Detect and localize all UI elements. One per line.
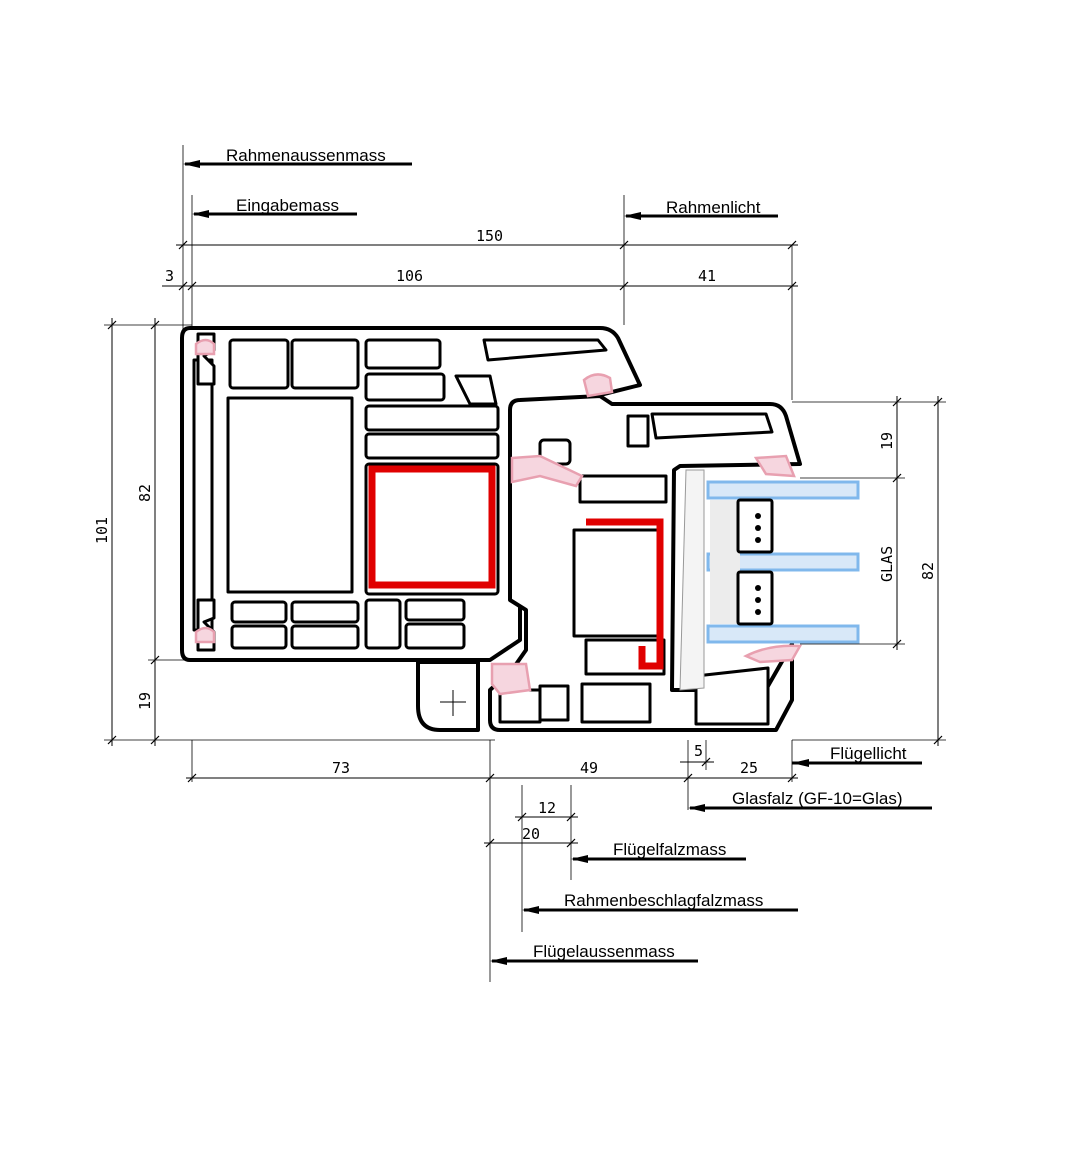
glass-spacer-1: [736, 498, 774, 554]
label-rahmenaussenmass: Rahmenaussenmass: [226, 146, 386, 165]
dim-41: 41: [698, 267, 716, 285]
label-glasfalz: Glasfalz (GF-10=Glas): [732, 789, 903, 808]
label-rahmenbeschlagfalzmass: Rahmenbeschlagfalzmass: [564, 891, 763, 910]
glass-spacer-2: [736, 570, 774, 626]
dim-73: 73: [332, 759, 350, 777]
frame-steel-reinforcement: [368, 465, 496, 589]
dim-12: 12: [538, 799, 556, 817]
frame-main-chamber: [226, 396, 354, 594]
dim-20: 20: [522, 825, 540, 843]
dim-5: 5: [694, 742, 703, 760]
dim-19-right: 19: [878, 432, 896, 450]
label-glas: GLAS: [878, 546, 896, 582]
dim-82-right: 82: [919, 562, 937, 580]
label-fluegelaussenmass: Flügelaussenmass: [533, 942, 675, 961]
label-fluegellicht: Flügellicht: [830, 744, 907, 763]
glass-pane-1: [706, 480, 860, 500]
glass-unit: [679, 469, 860, 691]
dim-3: 3: [165, 267, 174, 285]
dimension-values: 150 3 106 41 73 49 5 25 12 20 101 82 19 …: [93, 227, 937, 843]
dim-101: 101: [93, 517, 111, 544]
dim-106: 106: [396, 267, 423, 285]
label-rahmenlicht: Rahmenlicht: [666, 198, 761, 217]
glass-pane-2: [706, 552, 860, 572]
dimension-lines: [104, 145, 946, 982]
leader-lines: [183, 160, 932, 965]
dim-82-left: 82: [136, 484, 154, 502]
dim-150: 150: [476, 227, 503, 245]
label-eingabemass: Eingabemass: [236, 196, 339, 215]
gaskets: [194, 338, 803, 696]
steel-reinforcements: [368, 465, 664, 670]
dim-49: 49: [580, 759, 598, 777]
dim-19-left: 19: [136, 692, 154, 710]
sash-steel-reinforcement: [586, 518, 664, 670]
dim-25: 25: [740, 759, 758, 777]
frame-foot: [416, 660, 480, 732]
glass-pane-3: [706, 624, 860, 644]
text-labels: Rahmenaussenmass Eingabemass Rahmenlicht…: [226, 146, 907, 961]
label-fluegelfalzmass: Flügelfalzmass: [613, 840, 726, 859]
